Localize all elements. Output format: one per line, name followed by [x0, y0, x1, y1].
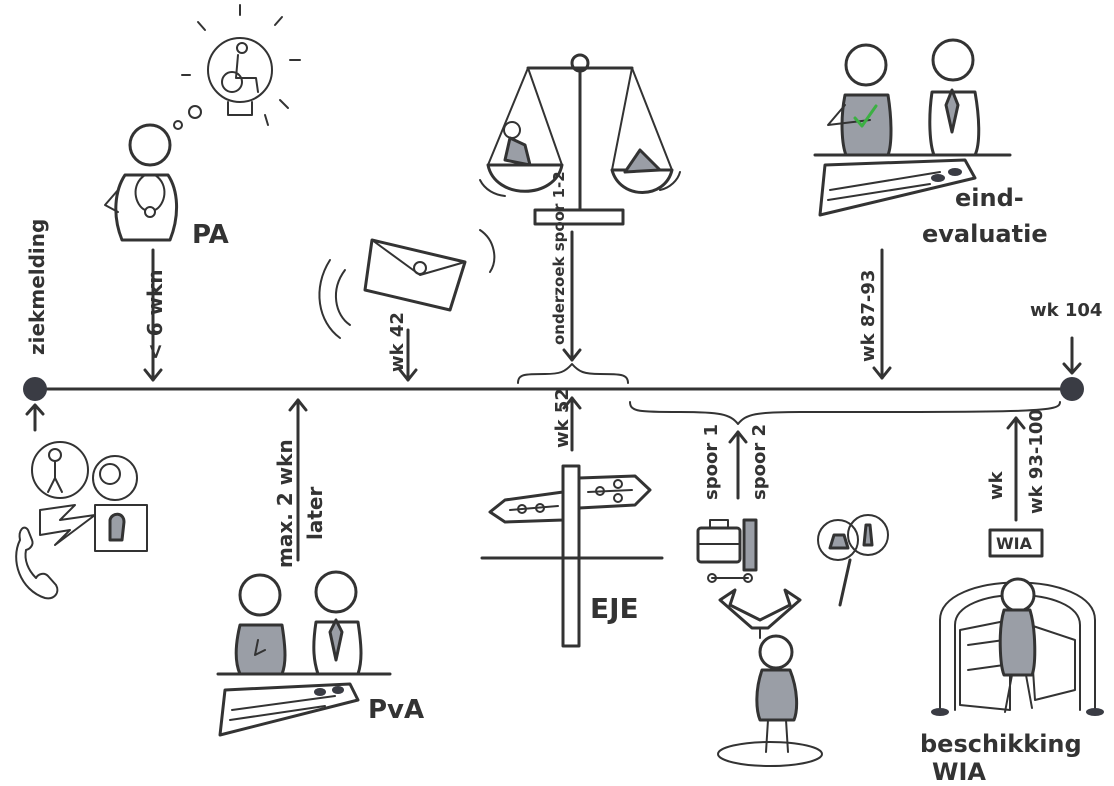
wia-sign-text: WIA	[996, 534, 1033, 553]
label-max-2-wkn: max. 2 wkn	[273, 439, 297, 568]
label-wia: WIA	[932, 758, 986, 786]
label-wk104: wk 104	[1030, 300, 1102, 321]
label-eje: EJE	[590, 592, 639, 625]
phone-call-illustration-icon	[16, 442, 147, 598]
spoor-arrow	[730, 432, 746, 498]
label-wk-87-93: wk 87-93	[858, 270, 879, 362]
label-wk-93-100: wk 93-100	[1026, 409, 1047, 514]
label-later: later	[303, 487, 327, 540]
label-pva: PvA	[368, 695, 424, 725]
brace-spoor	[630, 402, 1060, 424]
label-onderzoek-spoor-1-2: onderzoek spoor 1-2	[550, 171, 568, 345]
label-pa: PA	[192, 220, 229, 250]
label-wk42: wk 42	[387, 312, 408, 372]
career-choice-person-icon	[698, 515, 888, 766]
wia-arrow	[1008, 418, 1024, 520]
timeline-end-dot	[1060, 377, 1084, 401]
label-eind: eind-	[955, 184, 1024, 212]
ziekmelding-arrow	[27, 405, 43, 430]
wk104-arrow	[1064, 338, 1080, 373]
label-wk: wk	[986, 470, 1007, 500]
label-evaluatie: evaluatie	[922, 220, 1048, 248]
balance-scale-icon	[480, 55, 680, 224]
label-lt-6-wkn: < 6 wkn	[143, 269, 167, 360]
company-doctor-figure-icon	[105, 5, 300, 240]
label-spoor1: spoor 1	[701, 424, 722, 500]
label-wk52: wk 52	[552, 388, 573, 448]
label-spoor2: spoor 2	[749, 424, 770, 500]
plan-of-approach-meeting-icon	[218, 572, 390, 735]
label-ziekmelding: ziekmelding	[25, 219, 49, 355]
wia-gate-icon: WIA	[931, 530, 1104, 716]
label-beschikking: beschikking	[920, 730, 1082, 758]
timeline-start-dot	[23, 377, 47, 401]
brace-onderzoek	[518, 364, 628, 383]
